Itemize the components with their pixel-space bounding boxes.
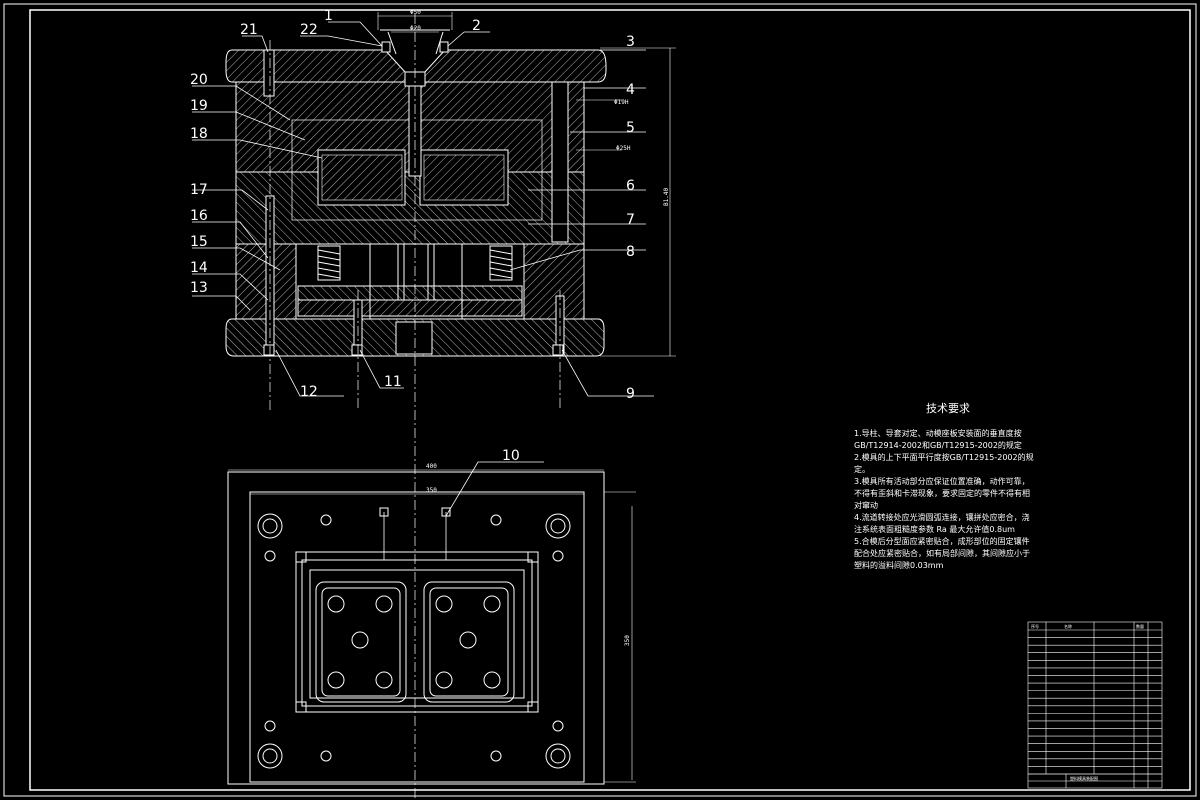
callout-20: 20	[190, 72, 208, 88]
callout-17: 17	[190, 182, 208, 198]
callout-13: 13	[190, 280, 208, 296]
guide-hole-br	[545, 743, 571, 769]
tech-line-7: 对窜动	[854, 500, 878, 510]
callout-22: 22	[300, 22, 318, 38]
tech-line-3: 2.模具的上下平面平行度按GB/T12915-2002的规	[854, 452, 1034, 462]
callout-19: 19	[190, 98, 208, 114]
plan-cavity-left	[315, 581, 407, 703]
tech-line-5: 3.模具所有活动部分应保证位置准确，动作可靠，	[854, 476, 1030, 486]
callout-8: 8	[626, 244, 635, 260]
dim-guide: Φ19H	[614, 99, 629, 106]
guide-hole-tr	[545, 513, 571, 539]
callout-16: 16	[190, 208, 208, 224]
callout-15: 15	[190, 234, 208, 250]
callout-3: 3	[626, 34, 635, 50]
callout-21: 21	[240, 22, 258, 38]
plan-cavity-right	[423, 581, 515, 703]
callout-18: 18	[190, 126, 208, 142]
section-view	[225, 29, 607, 357]
title-block	[1027, 621, 1163, 789]
moving-plate	[235, 171, 585, 245]
plan-outer-plate	[227, 471, 605, 785]
plan-dimensions	[228, 469, 636, 783]
tech-line-1: 1.导柱、导套对定、动模座板安装面的垂直度按	[854, 428, 1022, 438]
callout-9: 9	[626, 386, 635, 402]
center-lines	[269, 14, 561, 800]
dim-plan-width: 400	[426, 463, 437, 470]
guide-hole-tl	[257, 513, 283, 539]
tb-header-name: 名称	[1064, 623, 1072, 629]
plan-cavity-insert	[295, 551, 539, 713]
tb-header-no: 序号	[1031, 623, 1039, 629]
callout-numbers: 1 2 3 4 5 6 7 8 9 10 11 12 13 14 15 16 1…	[190, 8, 635, 464]
outer-border	[3, 3, 1197, 797]
dim-plan-height: 350	[624, 635, 631, 646]
callout-7: 7	[626, 212, 635, 228]
guide-hole-bl	[257, 743, 283, 769]
section-dimensions	[377, 12, 676, 357]
plan-view	[227, 471, 605, 785]
tech-line-6: 不得有歪斜和卡滞现象，要求固定的零件不得有相	[854, 488, 1030, 498]
callout-5: 5	[626, 120, 635, 136]
tech-line-11: 配合处应紧密贴合，如有局部间隙，其间隙应小于	[854, 548, 1030, 558]
callout-12: 12	[300, 384, 318, 400]
dim-pin: Φ25H	[616, 145, 631, 152]
spring-left	[317, 245, 341, 281]
top-clamp-plate	[225, 49, 607, 83]
callout-2: 2	[472, 18, 481, 34]
guide-pillar-right	[551, 81, 569, 243]
tech-line-9: 注系统表面粗糙度参数 Ra 最大允许值0.8um	[854, 524, 1015, 534]
tech-title: 技术要求	[926, 402, 970, 415]
tech-line-8: 4.流道转接处应光滑圆弧连接，镶拼处应密合，浇	[854, 512, 1030, 522]
dim-top-sprue: Φ50	[410, 9, 421, 16]
callout-10: 10	[502, 448, 520, 464]
leader-lines	[192, 21, 654, 517]
tech-line-10: 5.合模后分型面应紧密贴合，成形部位的固定镶件	[854, 536, 1030, 546]
tech-requirements: 技术要求 1.导柱、导套对定、动模座板安装面的垂直度按 GB/T12914-20…	[854, 402, 1034, 570]
tech-line-4: 定。	[854, 464, 870, 474]
callout-14: 14	[190, 260, 208, 276]
callout-6: 6	[626, 178, 635, 194]
dim-height: B1.40	[663, 188, 670, 206]
dim-plan-inner: 350	[426, 487, 437, 494]
tech-line-2: GB/T12914-2002和GB/T12915-2002的规定	[854, 440, 1022, 450]
callout-11: 11	[384, 374, 402, 390]
tb-header-qty: 数量	[1136, 623, 1144, 629]
callout-4: 4	[626, 82, 635, 98]
dim-top-inner: Φ20	[410, 25, 421, 32]
callout-1: 1	[324, 8, 333, 24]
tech-line-12: 塑料的溢料间隙0.03mm	[854, 560, 944, 570]
spacer-block-right	[523, 243, 585, 320]
inner-border	[29, 9, 1191, 791]
tb-bottom-title: 塑料模具装配图	[1070, 775, 1098, 781]
spring-right	[489, 245, 513, 281]
